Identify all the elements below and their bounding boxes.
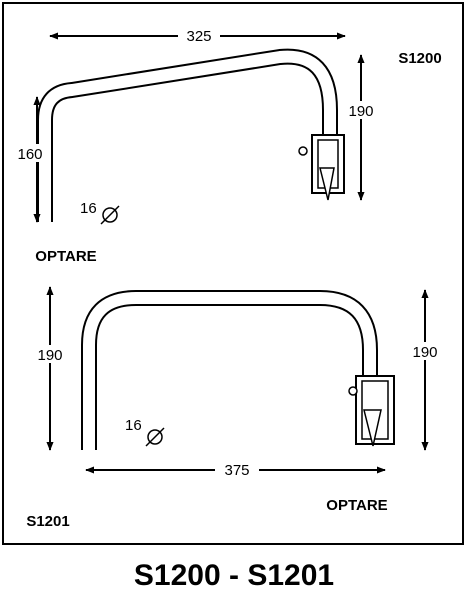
s1201-mirror-arm [81,290,378,450]
s1200-left-height-label: 160 [17,146,42,163]
diameter-icon [100,205,120,225]
s1200-brand-label: OPTARE [35,248,96,265]
s1200-tube-diameter-label: 16 [80,200,97,217]
s1201-left-height-label: 190 [37,347,62,364]
page-title: S1200 - S1201 [134,559,334,592]
s1201-width-label: 375 [224,462,249,479]
s1200-mirror-arm [37,48,338,222]
diagram-frame [2,2,464,545]
diameter-icon [145,427,165,447]
s1201-model-code: S1201 [26,513,69,530]
s1200-right-height-label: 190 [348,103,373,120]
s1201-brand-label: OPTARE [326,497,387,514]
s1200-width-label: 325 [186,28,211,45]
s1201-mirror-head [348,375,395,447]
s1200-mirror-head [298,134,345,201]
s1201-tube-diameter-label: 16 [125,417,142,434]
s1201-right-height-label: 190 [412,344,437,361]
s1200-model-code: S1200 [398,50,441,67]
